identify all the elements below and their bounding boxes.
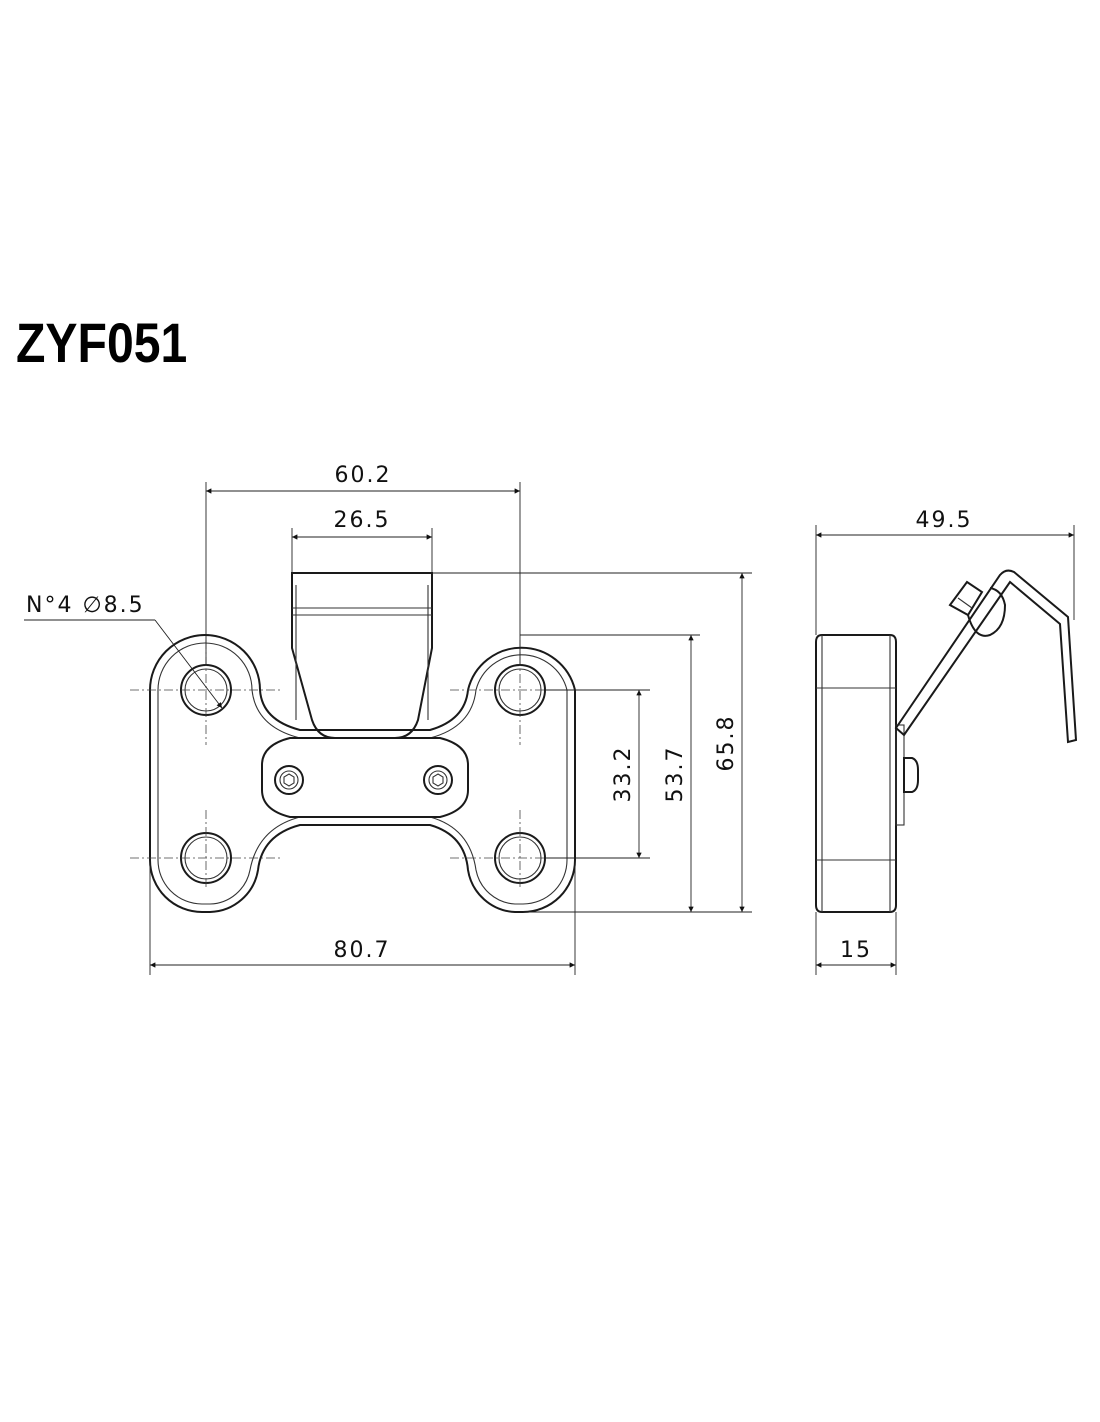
side-dimensions: 49.5 15 (815, 508, 1075, 975)
clamp-tab (291, 572, 433, 739)
dim-hole-spacing-horizontal: 60.2 (335, 463, 392, 488)
dim-side-depth: 49.5 (916, 508, 973, 533)
side-bracket-arm (894, 569, 1078, 744)
dim-hole-spacing-vertical: 33.2 (611, 746, 636, 803)
side-block (815, 634, 897, 913)
socket-screw-right (423, 765, 453, 795)
side-view (815, 569, 1078, 913)
plate-outline (149, 634, 576, 913)
dim-total-height: 65.8 (714, 715, 739, 772)
front-view (130, 572, 595, 913)
front-dimensions: 60.2 26.5 80.7 33.2 53.7 65.8 N°4 ∅8.5 (24, 463, 752, 975)
side-clamp-knob (948, 580, 984, 617)
dim-thickness: 15 (840, 938, 872, 963)
dim-outer-height: 53.7 (663, 746, 688, 803)
socket-screw-left (274, 765, 304, 795)
part-number-title: ZYF051 (16, 311, 188, 374)
side-nut (903, 757, 919, 793)
center-boss (261, 737, 469, 818)
hole-callout: N°4 ∅8.5 (26, 593, 145, 618)
dim-overall-width: 80.7 (334, 938, 391, 963)
plate-inner-outline (157, 642, 568, 905)
dim-clamp-width: 26.5 (334, 508, 391, 533)
